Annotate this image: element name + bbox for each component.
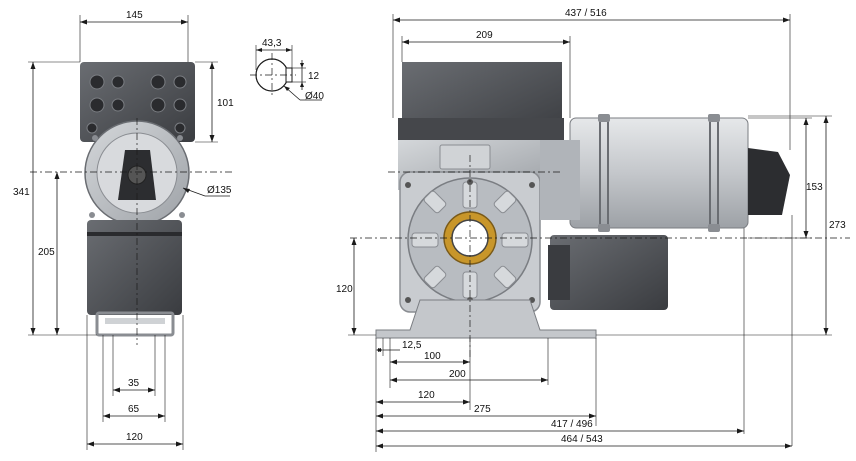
dim-464-label: 464 / 543 (561, 434, 603, 445)
bore-diameter-label: Ø40 (305, 91, 324, 102)
dim-145-label: 145 (126, 10, 143, 21)
dim-101-label: 101 (217, 98, 234, 109)
dim-437-label: 437 / 516 (565, 8, 607, 19)
dim-120-bottom-label: 120 (418, 390, 435, 401)
dim-200-label: 200 (449, 369, 466, 380)
dim-205-label: 205 (38, 247, 55, 258)
dim-12-5-label: 12,5 (402, 340, 422, 351)
dim-flange-diameter-label: Ø135 (207, 185, 232, 196)
dim-65-label: 65 (128, 404, 140, 415)
dim-100-label: 100 (424, 351, 441, 362)
left-terminal-box (80, 62, 195, 142)
connector-plugs (86, 74, 187, 134)
dim-35-label: 35 (128, 378, 140, 389)
left-lower-housing (87, 220, 182, 315)
dim-417-label: 417 / 496 (551, 419, 593, 430)
capacitor-box (550, 235, 668, 310)
key-width-label: 12 (308, 71, 320, 82)
dim-275-label: 275 (474, 404, 491, 415)
right-view: 437 / 516 209 153 273 120 (336, 8, 850, 452)
left-foot (95, 311, 175, 337)
dim-120-height-label: 120 (336, 284, 353, 295)
shaft-detail: 43,3 12 Ø40 (250, 38, 324, 102)
right-foot (375, 299, 597, 339)
left-view: 145 341 205 101 Ø135 35 65 (13, 10, 234, 450)
dim-341-label: 341 (13, 187, 30, 198)
motor-body (569, 117, 749, 229)
dim-153-label: 153 (806, 182, 823, 193)
brake-cap (748, 148, 790, 215)
dim-273-label: 273 (829, 220, 846, 231)
key-height-label: 43,3 (262, 38, 282, 49)
dim-209-label: 209 (476, 30, 493, 41)
dim-120-label: 120 (126, 432, 143, 443)
